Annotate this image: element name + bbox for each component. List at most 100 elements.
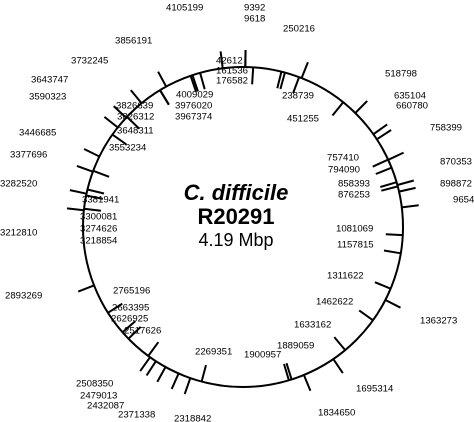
- marker-label-518798: 518798: [385, 69, 417, 80]
- marker-label-1695314: 1695314: [356, 384, 394, 395]
- marker-label-1157815: 1157815: [337, 240, 374, 251]
- marker-tick-2432087: [156, 366, 167, 383]
- marker-tick-2626925: [127, 326, 142, 340]
- marker-label-9392: 9392: [244, 3, 265, 14]
- marker-tick-42612: [251, 67, 255, 85]
- marker-tick-1462622: [358, 309, 374, 322]
- marker-tick-2508350: [139, 356, 151, 372]
- marker-label-4009029: 4009029: [176, 90, 213, 101]
- marker-label-3826312: 3826312: [117, 112, 154, 123]
- marker-label-4105199: 4105199: [166, 3, 203, 14]
- marker-tick-4009029: [199, 72, 206, 90]
- marker-label-3553234: 3553234: [109, 143, 147, 154]
- marker-tick-1363273: [384, 299, 401, 309]
- marker-label-9618: 9618: [244, 14, 265, 25]
- marker-label-1889059: 1889059: [277, 341, 314, 352]
- marker-label-42612: 42612: [216, 56, 243, 67]
- marker-tick-3553234: [111, 133, 127, 146]
- marker-label-965435: 965435: [453, 195, 474, 206]
- marker-label-2663395: 2663395: [112, 303, 149, 314]
- marker-tick-1633162: [333, 336, 346, 351]
- species-name: C. difficile: [184, 180, 289, 205]
- marker-label-794090: 794090: [328, 165, 360, 176]
- marker-tick-4105199: [219, 51, 224, 69]
- marker-label-2765196: 2765196: [113, 286, 150, 297]
- marker-tick-176582: [279, 72, 286, 90]
- marker-tick-870353: [397, 179, 415, 186]
- marker-tick-3212810: [66, 207, 85, 212]
- marker-tick-1081069: [385, 233, 403, 237]
- marker-tick-3732245: [130, 89, 143, 104]
- marker-tick-518798: [354, 100, 368, 114]
- strain-name: R20291: [197, 204, 274, 229]
- marker-tick-1900957: [283, 363, 290, 381]
- marker-label-2893269: 2893269: [5, 291, 42, 302]
- marker-label-3282520: 3282520: [0, 179, 37, 190]
- marker-label-3381941: 3381941: [82, 195, 119, 206]
- marker-labels: 4261216153617658223873925021645125551879…: [0, 3, 474, 422]
- marker-tick-1695314: [332, 358, 344, 374]
- marker-label-1363273: 1363273: [420, 316, 457, 327]
- marker-label-876253: 876253: [338, 190, 370, 201]
- marker-tick-3590323: [103, 116, 119, 129]
- marker-tick-1834650: [302, 374, 312, 392]
- marker-label-3732245: 3732245: [71, 56, 108, 67]
- marker-label-858393: 858393: [338, 179, 370, 190]
- marker-tick-2663395: [121, 320, 136, 334]
- marker-tick-858393: [380, 181, 397, 188]
- chromosome-circle: [82, 66, 404, 388]
- marker-tick-3274626: [85, 194, 103, 200]
- marker-label-2508350: 2508350: [76, 379, 113, 390]
- marker-tick-3300081: [87, 188, 105, 195]
- marker-tick-3976020: [191, 74, 199, 92]
- marker-label-1462622: 1462622: [316, 297, 353, 308]
- marker-tick-898872: [398, 186, 416, 193]
- marker-tick-2269351: [200, 364, 207, 382]
- marker-tick-3218854: [83, 207, 102, 212]
- marker-label-1081069: 1081069: [336, 224, 373, 235]
- marker-tick-250216: [300, 61, 309, 79]
- marker-label-238739: 238739: [282, 91, 314, 102]
- marker-tick-965435: [401, 204, 419, 209]
- marker-tick-757410: [372, 158, 389, 168]
- marker-label-757410: 757410: [327, 153, 359, 164]
- marker-label-3648311: 3648311: [117, 126, 154, 137]
- marker-tick-161536: [276, 71, 283, 89]
- marker-tick-758399: [387, 151, 405, 161]
- marker-tick-3826639: [159, 89, 170, 106]
- marker-label-3976020: 3976020: [175, 101, 212, 112]
- marker-label-870353: 870353: [440, 157, 472, 168]
- marker-label-2318842: 2318842: [174, 414, 211, 422]
- marker-tick-3446685: [83, 148, 100, 158]
- marker-label-3643747: 3643747: [31, 75, 68, 86]
- marker-label-3856191: 3856191: [115, 36, 152, 47]
- marker-tick-3648311: [126, 116, 140, 130]
- marker-tick-238739: [292, 76, 301, 94]
- marker-label-3590323: 3590323: [29, 92, 66, 103]
- marker-ticks: [66, 49, 419, 395]
- marker-label-3446685: 3446685: [19, 128, 56, 139]
- marker-tick-660780: [376, 129, 392, 141]
- marker-tick-451255: [331, 101, 344, 117]
- marker-label-1834650: 1834650: [318, 408, 355, 419]
- marker-label-250216: 250216: [283, 24, 315, 35]
- marker-tick-1311622: [374, 281, 391, 290]
- marker-tick-876253: [381, 185, 399, 192]
- marker-label-635104: 635104: [394, 91, 427, 102]
- marker-label-451255: 451255: [287, 114, 319, 125]
- marker-tick-3856191: [157, 71, 168, 88]
- marker-label-758399: 758399: [430, 123, 462, 134]
- marker-label-2517626: 2517626: [124, 326, 161, 337]
- marker-label-176582: 176582: [216, 76, 248, 87]
- marker-tick-3967374: [189, 75, 198, 93]
- marker-tick-2893269: [77, 284, 95, 293]
- marker-tick-1889059: [285, 362, 293, 380]
- marker-tick-3282520: [69, 189, 87, 195]
- marker-label-660780: 660780: [396, 101, 428, 112]
- marker-label-3826639: 3826639: [116, 101, 153, 112]
- marker-label-3377696: 3377696: [10, 150, 47, 161]
- marker-label-3274626: 3274626: [80, 224, 117, 235]
- marker-label-3218854: 3218854: [80, 236, 118, 247]
- marker-tick-3643747: [113, 105, 127, 119]
